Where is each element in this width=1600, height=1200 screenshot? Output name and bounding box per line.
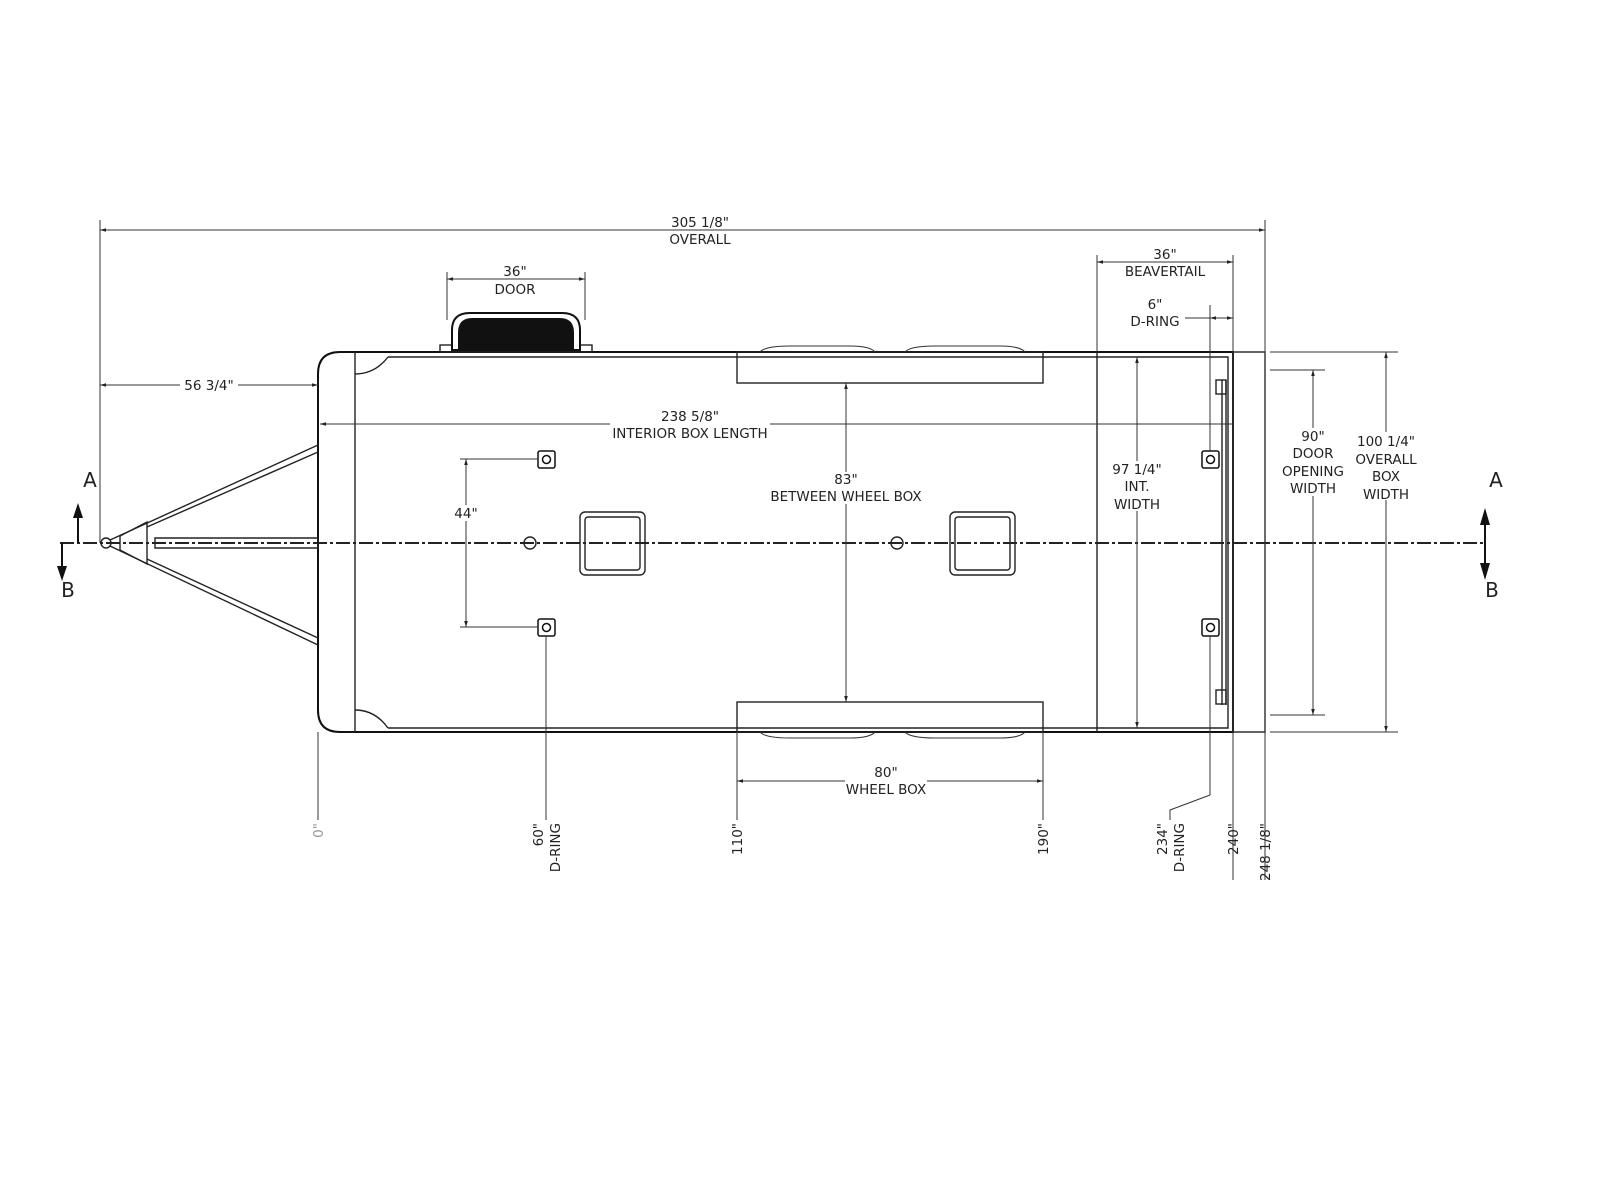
wheel-box-value: 80" — [874, 765, 897, 781]
station-234-label: D-RING — [1172, 823, 1188, 872]
tongue-length-value: 56 3/4" — [184, 378, 233, 394]
tongue-a-frame — [100, 444, 319, 646]
door-opening-label-2: OPENING — [1282, 464, 1344, 480]
station-0: 0" — [311, 823, 327, 838]
dimension-lines — [99, 220, 1398, 880]
beavertail-value: 36" — [1153, 247, 1176, 263]
door-opening-label-1: DOOR — [1292, 446, 1333, 462]
door-opening-value: 90" — [1301, 429, 1324, 445]
overall-box-width-label-1: OVERALL — [1355, 452, 1417, 468]
station-190: 190" — [1036, 823, 1052, 855]
station-60-label: D-RING — [548, 823, 564, 872]
section-a-label-right: A — [1489, 468, 1503, 492]
d-rings — [537, 450, 1220, 637]
int-width-label-2: WIDTH — [1114, 497, 1160, 513]
between-wheel-box-label: BETWEEN WHEEL BOX — [770, 489, 921, 505]
section-b-label-right: B — [1485, 578, 1499, 602]
overall-box-width-label-3: WIDTH — [1363, 487, 1409, 503]
section-b-label-left: B — [61, 578, 75, 602]
int-width-value: 97 1/4" — [1112, 462, 1161, 478]
station-234-value: 234" — [1155, 823, 1171, 855]
rear-dring-offset-label: D-RING — [1130, 314, 1179, 330]
rear-dring-offset-value: 6" — [1148, 297, 1163, 313]
station-60-value: 60" — [531, 823, 547, 846]
section-marker-left: A B — [57, 468, 97, 602]
trailer-body — [317, 351, 1266, 733]
beavertail-label: BEAVERTAIL — [1125, 264, 1206, 280]
side-door — [439, 312, 593, 353]
floor-hatches — [523, 511, 1016, 576]
door-width-label: DOOR — [494, 282, 535, 298]
section-a-label-left: A — [83, 468, 97, 492]
station-110: 110" — [730, 823, 746, 855]
dring-spacing-value: 44" — [454, 506, 477, 522]
overall-box-width-value: 100 1/4" — [1357, 434, 1415, 450]
overall-length-value: 305 1/8" — [671, 215, 729, 231]
station-248: 248 1/8" — [1258, 823, 1274, 881]
station-240: 240" — [1226, 823, 1242, 855]
wheel-box-label: WHEEL BOX — [846, 782, 926, 798]
overall-box-width-label-2: BOX — [1372, 469, 1400, 485]
between-wheel-box-value: 83" — [834, 472, 857, 488]
interior-length-label: INTERIOR BOX LENGTH — [612, 426, 767, 442]
section-marker-right: A B — [1480, 468, 1503, 602]
door-opening-label-3: WIDTH — [1290, 481, 1336, 497]
overall-length-label: OVERALL — [669, 232, 731, 248]
wheel-boxes — [736, 345, 1044, 739]
door-width-value: 36" — [503, 264, 526, 280]
interior-length-value: 238 5/8" — [661, 409, 719, 425]
int-width-label-1: INT. — [1124, 479, 1149, 495]
